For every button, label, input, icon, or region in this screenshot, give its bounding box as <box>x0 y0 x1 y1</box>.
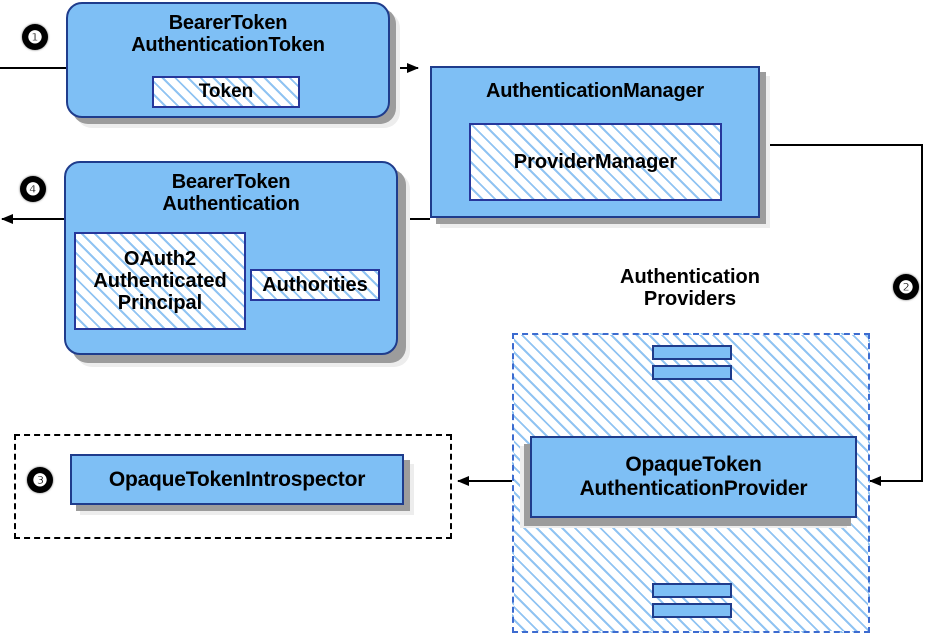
provider-manager-subbox: ProviderManager <box>469 123 722 201</box>
bar-top-1 <box>652 345 732 360</box>
badge-1: ❶ <box>22 24 48 50</box>
bearer-token-authentication-token-title: BearerToken AuthenticationToken <box>131 12 325 57</box>
bearer-token-authentication-title: BearerToken Authentication <box>162 171 300 216</box>
token-subbox: Token <box>152 76 300 108</box>
opaque-token-authentication-provider-title: OpaqueToken AuthenticationProvider <box>579 453 808 500</box>
oauth2-authenticated-principal-subbox: OAuth2 Authenticated Principal <box>74 232 246 330</box>
authentication-providers-label: Authentication Providers <box>620 266 760 311</box>
bar-bottom-1 <box>652 583 732 598</box>
bar-bottom-2 <box>652 603 732 618</box>
bearer-token-authentication-token-node[interactable]: BearerToken AuthenticationToken Token <box>66 2 390 118</box>
bearer-token-authentication-node[interactable]: BearerToken Authentication OAuth2 Authen… <box>64 161 398 355</box>
opaque-token-authentication-provider-node[interactable]: OpaqueToken AuthenticationProvider <box>530 436 857 518</box>
stacked-bars-icon-bottom <box>652 583 732 618</box>
stacked-bars-icon-top <box>652 345 732 380</box>
bar-top-2 <box>652 365 732 380</box>
badge-2: ❷ <box>893 274 919 300</box>
opaque-token-introspector-title: OpaqueTokenIntrospector <box>108 467 366 491</box>
authentication-manager-title: AuthenticationManager <box>485 80 705 102</box>
badge-3: ❸ <box>27 467 53 493</box>
authentication-manager-node[interactable]: AuthenticationManager ProviderManager <box>430 66 760 218</box>
opaque-token-introspector-node[interactable]: OpaqueTokenIntrospector <box>70 454 404 505</box>
authorities-subbox: Authorities <box>250 269 380 301</box>
badge-4: ❹ <box>20 176 46 202</box>
